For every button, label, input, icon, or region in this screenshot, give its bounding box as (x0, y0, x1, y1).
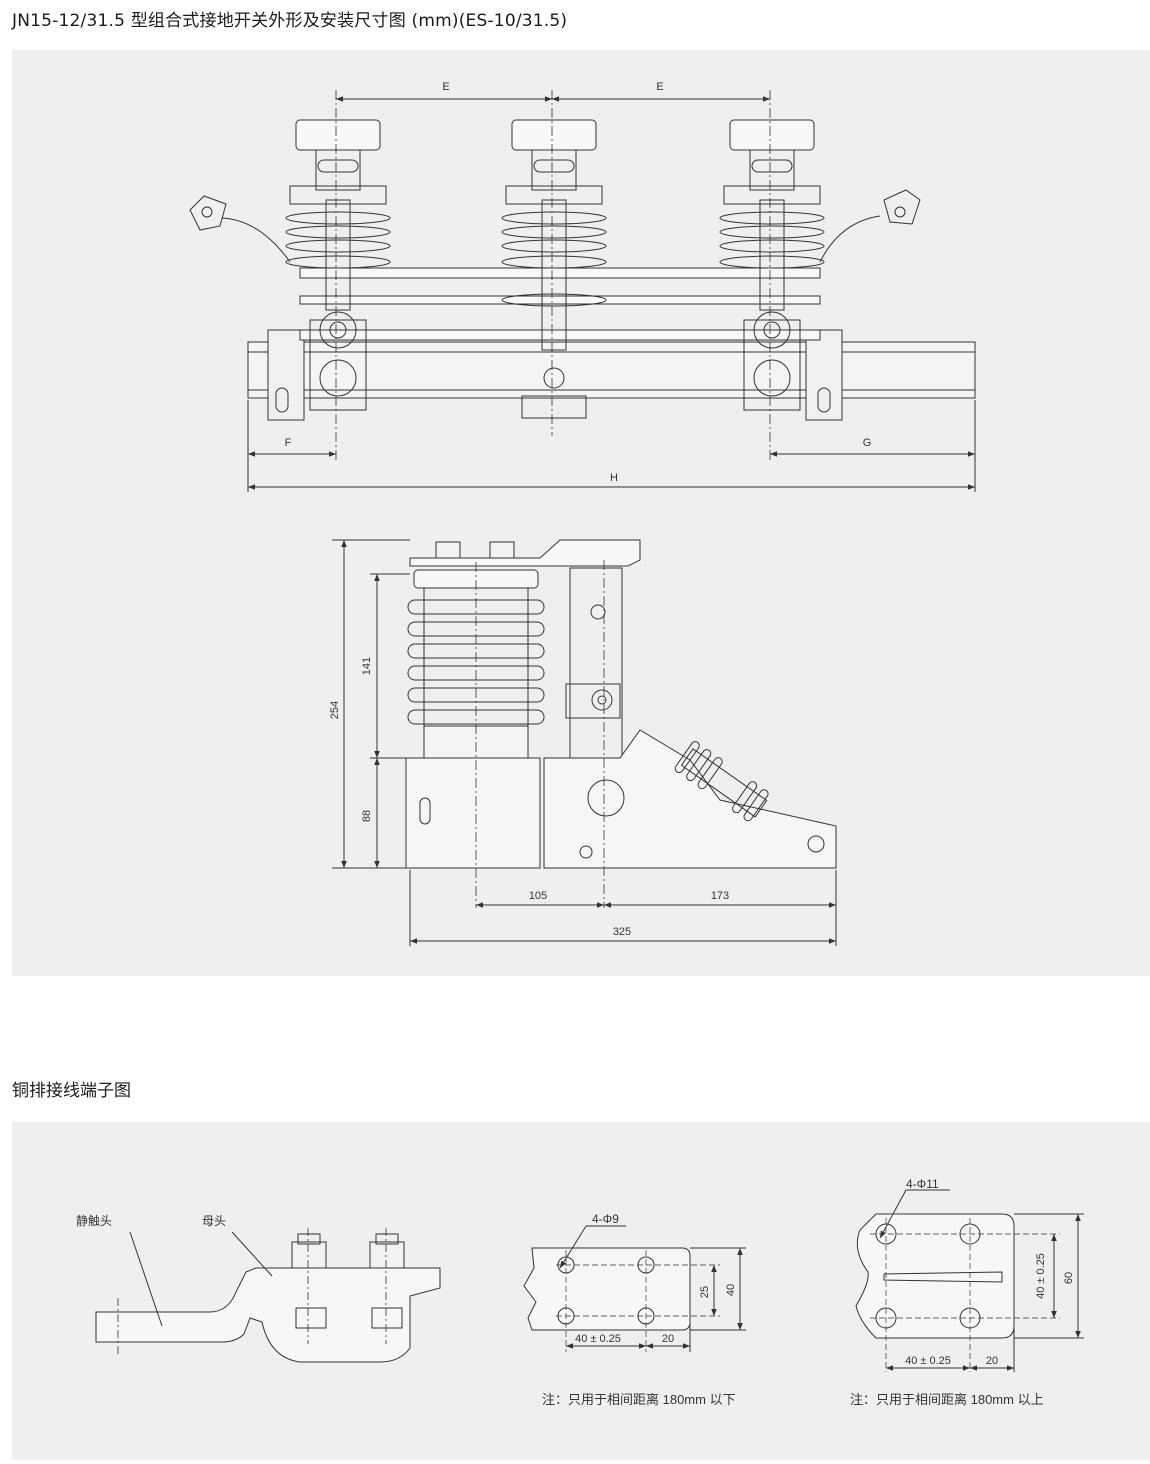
dim-325: 325 (613, 926, 631, 938)
section-title-terminal: 铜排接线端子图 (12, 1081, 131, 1101)
label-mother-head: 母头 (202, 1214, 226, 1228)
dim-40-tol-large: 40 ± 0.25 (905, 1355, 951, 1367)
dim-254: 254 (329, 701, 341, 719)
terminal-plate-small (523, 1225, 746, 1352)
dim-40: 40 (725, 1284, 737, 1296)
dim-20-large: 20 (986, 1355, 998, 1367)
holes-small: 4-Φ9 (592, 1212, 619, 1226)
terminal-side-view (95, 1228, 441, 1363)
label-static-contact: 静触头 (76, 1214, 112, 1228)
terminal-drawing: 静触头 母头 4-Φ9 25 40 40 ± 0.25 20 注：只用于相间距离… (76, 1177, 1084, 1407)
terminal-plate-large (855, 1189, 1084, 1372)
dim-25: 25 (699, 1286, 711, 1298)
insulator-pole-left (285, 119, 391, 411)
dim-f: F (285, 437, 292, 449)
insulator-pole-middle (501, 119, 607, 419)
note-small: 注：只用于相间距离 180mm 以下 (542, 1392, 736, 1407)
dim-40-tol-vertical: 40 ± 0.25 (1035, 1253, 1047, 1299)
holes-large: 4-Φ11 (906, 1177, 939, 1191)
dim-40-tol-small: 40 ± 0.25 (575, 1333, 621, 1345)
front-side-view-drawing: E E F G H (189, 81, 976, 946)
dim-e-right: E (656, 81, 663, 93)
dim-141: 141 (361, 657, 373, 675)
dim-h: H (610, 472, 618, 484)
dim-g: G (863, 437, 872, 449)
page-title: JN15-12/31.5 型组合式接地开关外形及安装尺寸图 (mm)(ES-10… (12, 11, 568, 31)
side-view (332, 539, 837, 946)
insulator-pole-right (719, 119, 825, 411)
front-view (189, 90, 976, 492)
dim-20-small: 20 (662, 1333, 674, 1345)
dim-60: 60 (1063, 1272, 1075, 1284)
note-large: 注：只用于相间距离 180mm 以上 (850, 1392, 1044, 1407)
dim-173: 173 (711, 890, 729, 902)
dim-e-left: E (442, 81, 449, 93)
dim-105: 105 (529, 890, 547, 902)
dim-88: 88 (361, 810, 373, 822)
